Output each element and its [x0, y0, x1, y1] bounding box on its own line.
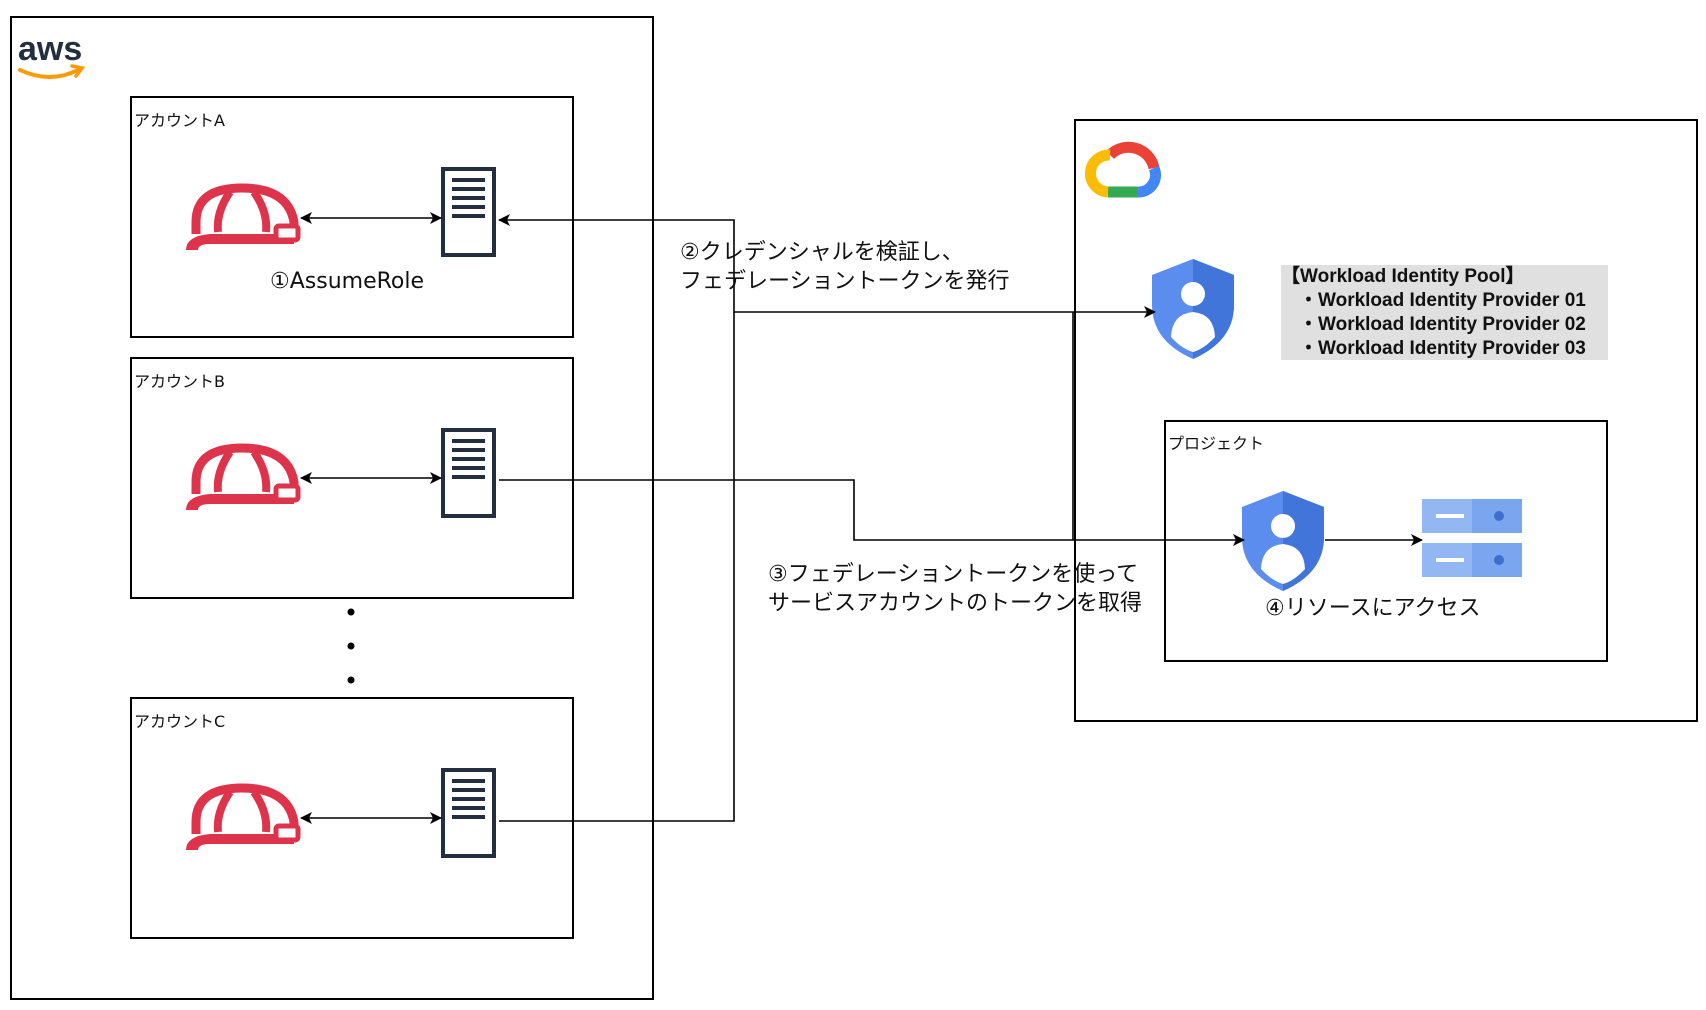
account-box-b: [130, 357, 574, 599]
google-cloud-logo-icon: [1084, 141, 1161, 198]
connector-account-a: [498, 214, 1156, 318]
step3-line1: ③フェデレーショントークンを使って: [768, 562, 1139, 587]
helmet-icon: [186, 188, 298, 250]
step2-label: ②クレデンシャルを検証し、 フェデレーショントークンを発行: [680, 238, 1010, 296]
step3-label: ③フェデレーショントークンを使って サービスアカウントのトークンを取得: [768, 560, 1142, 618]
ellipsis-dot: [347, 642, 355, 650]
pool-title: 【Workload Identity Pool】: [1281, 266, 1525, 287]
project-box: [1164, 420, 1608, 662]
pool-provider: ・Workload Identity Provider 02: [1299, 314, 1586, 335]
server-icon: [441, 768, 496, 858]
account-label-b: アカウントB: [134, 372, 225, 391]
step3-line2: サービスアカウントのトークンを取得: [768, 591, 1143, 616]
pool-provider: ・Workload Identity Provider 03: [1299, 338, 1586, 359]
ellipsis-dot: [347, 676, 355, 684]
step2-line2: フェデレーショントークンを発行: [680, 269, 1010, 294]
aws-logo-text: aws: [18, 30, 82, 68]
workload-identity-pool: 【Workload Identity Pool】 ・Workload Ident…: [1281, 265, 1608, 360]
connector-account-c: [499, 312, 735, 822]
step1-label: ①AssumeRole: [270, 269, 425, 294]
pool-provider: ・Workload Identity Provider 01: [1299, 290, 1586, 311]
account-label-a: アカウントA: [134, 111, 225, 130]
step2-line1: ②クレデンシャルを検証し、: [680, 240, 964, 265]
account-box-c: [130, 697, 574, 939]
server-icon: [441, 167, 496, 257]
helmet-icon: [186, 788, 298, 850]
server-icon: [441, 428, 496, 518]
connector-account-b: [499, 479, 1245, 546]
ellipsis-dot: [347, 608, 355, 616]
identity-shield-icon: [1152, 259, 1234, 359]
project-label: プロジェクト: [1168, 434, 1265, 453]
helmet-icon: [186, 448, 298, 510]
aws-smile-icon: [18, 68, 80, 79]
gcp-container: [1074, 119, 1698, 722]
step4-label: ④リソースにアクセス: [1265, 596, 1481, 621]
identity-shield-icon: [1242, 491, 1324, 591]
aws-logo: aws: [18, 30, 86, 79]
storage-icon: [1422, 499, 1522, 577]
aws-container: [10, 16, 654, 1000]
account-label-c: アカウントC: [134, 712, 226, 731]
